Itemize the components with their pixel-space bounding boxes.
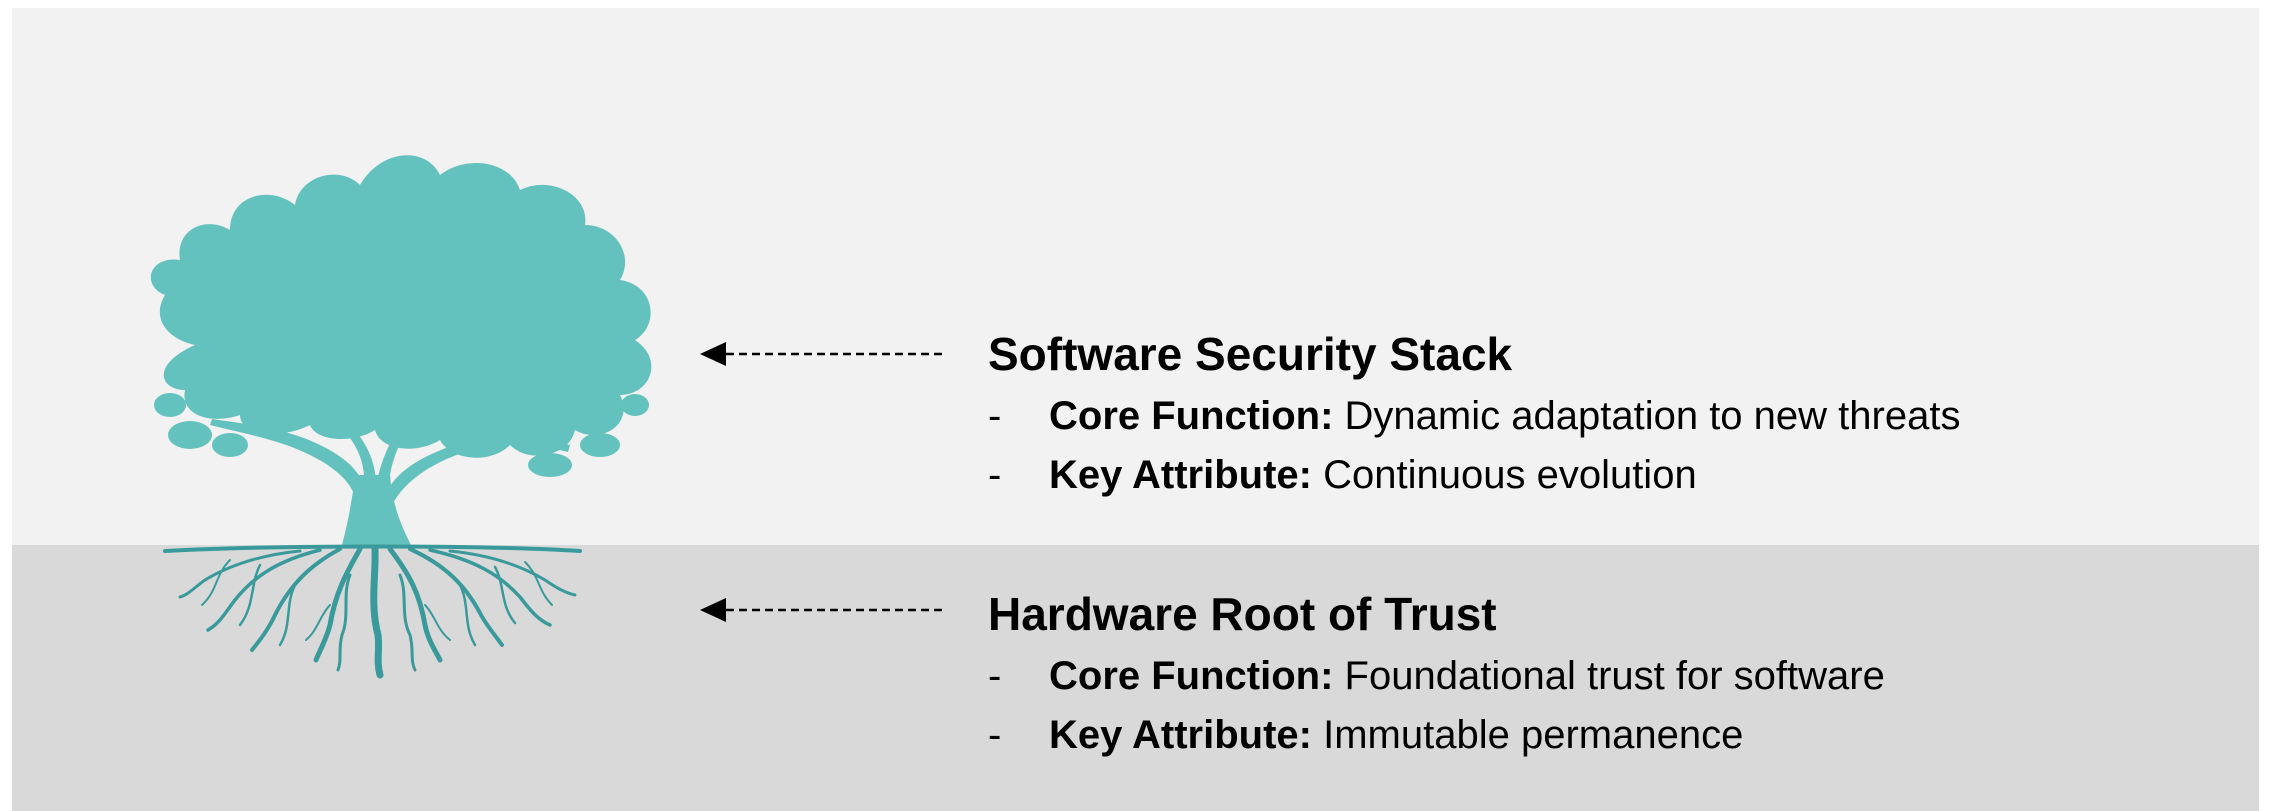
section-title: Software Security Stack (988, 328, 1513, 380)
bullet-value: Dynamic adaptation to new threats (1344, 394, 1961, 438)
bullet-label: Core Function: (1049, 394, 1334, 438)
bullet-item: - Core Function: Dynamic adaptation to n… (988, 387, 2228, 446)
bullet-dash: - (988, 654, 1002, 698)
tree-with-roots-icon (150, 155, 652, 679)
bullet-dash: - (988, 453, 1002, 497)
bullet-label: Core Function: (1049, 654, 1334, 698)
software-security-stack-section: Software Security Stack - Core Function:… (988, 325, 2228, 505)
bullet-text: Key Attribute: Immutable permanence (1049, 706, 1743, 765)
bullet-label: Key Attribute: (1049, 713, 1312, 757)
bullet-text: Key Attribute: Continuous evolution (1049, 446, 1697, 505)
bullet-value: Continuous evolution (1323, 453, 1697, 497)
section-title: Hardware Root of Trust (988, 588, 1497, 640)
bullet-dash: - (988, 713, 1002, 757)
lower-band (12, 545, 2259, 811)
bullet-value: Immutable permanence (1323, 713, 1744, 757)
bullet-value: Foundational trust for software (1344, 654, 1885, 698)
bullet-text: Core Function: Foundational trust for so… (1049, 647, 1885, 706)
bullet-label: Key Attribute: (1049, 453, 1312, 497)
arrow-hardware-icon (700, 598, 942, 622)
bullet-dash: - (988, 394, 1002, 438)
bullet-item: - Key Attribute: Continuous evolution (988, 446, 2228, 505)
arrow-software-icon (700, 342, 942, 366)
bullet-item: - Key Attribute: Immutable permanence (988, 706, 2228, 765)
bullet-text: Core Function: Dynamic adaptation to new… (1049, 387, 1960, 446)
hardware-root-of-trust-section: Hardware Root of Trust - Core Function: … (988, 585, 2228, 765)
bullet-item: - Core Function: Foundational trust for … (988, 647, 2228, 706)
